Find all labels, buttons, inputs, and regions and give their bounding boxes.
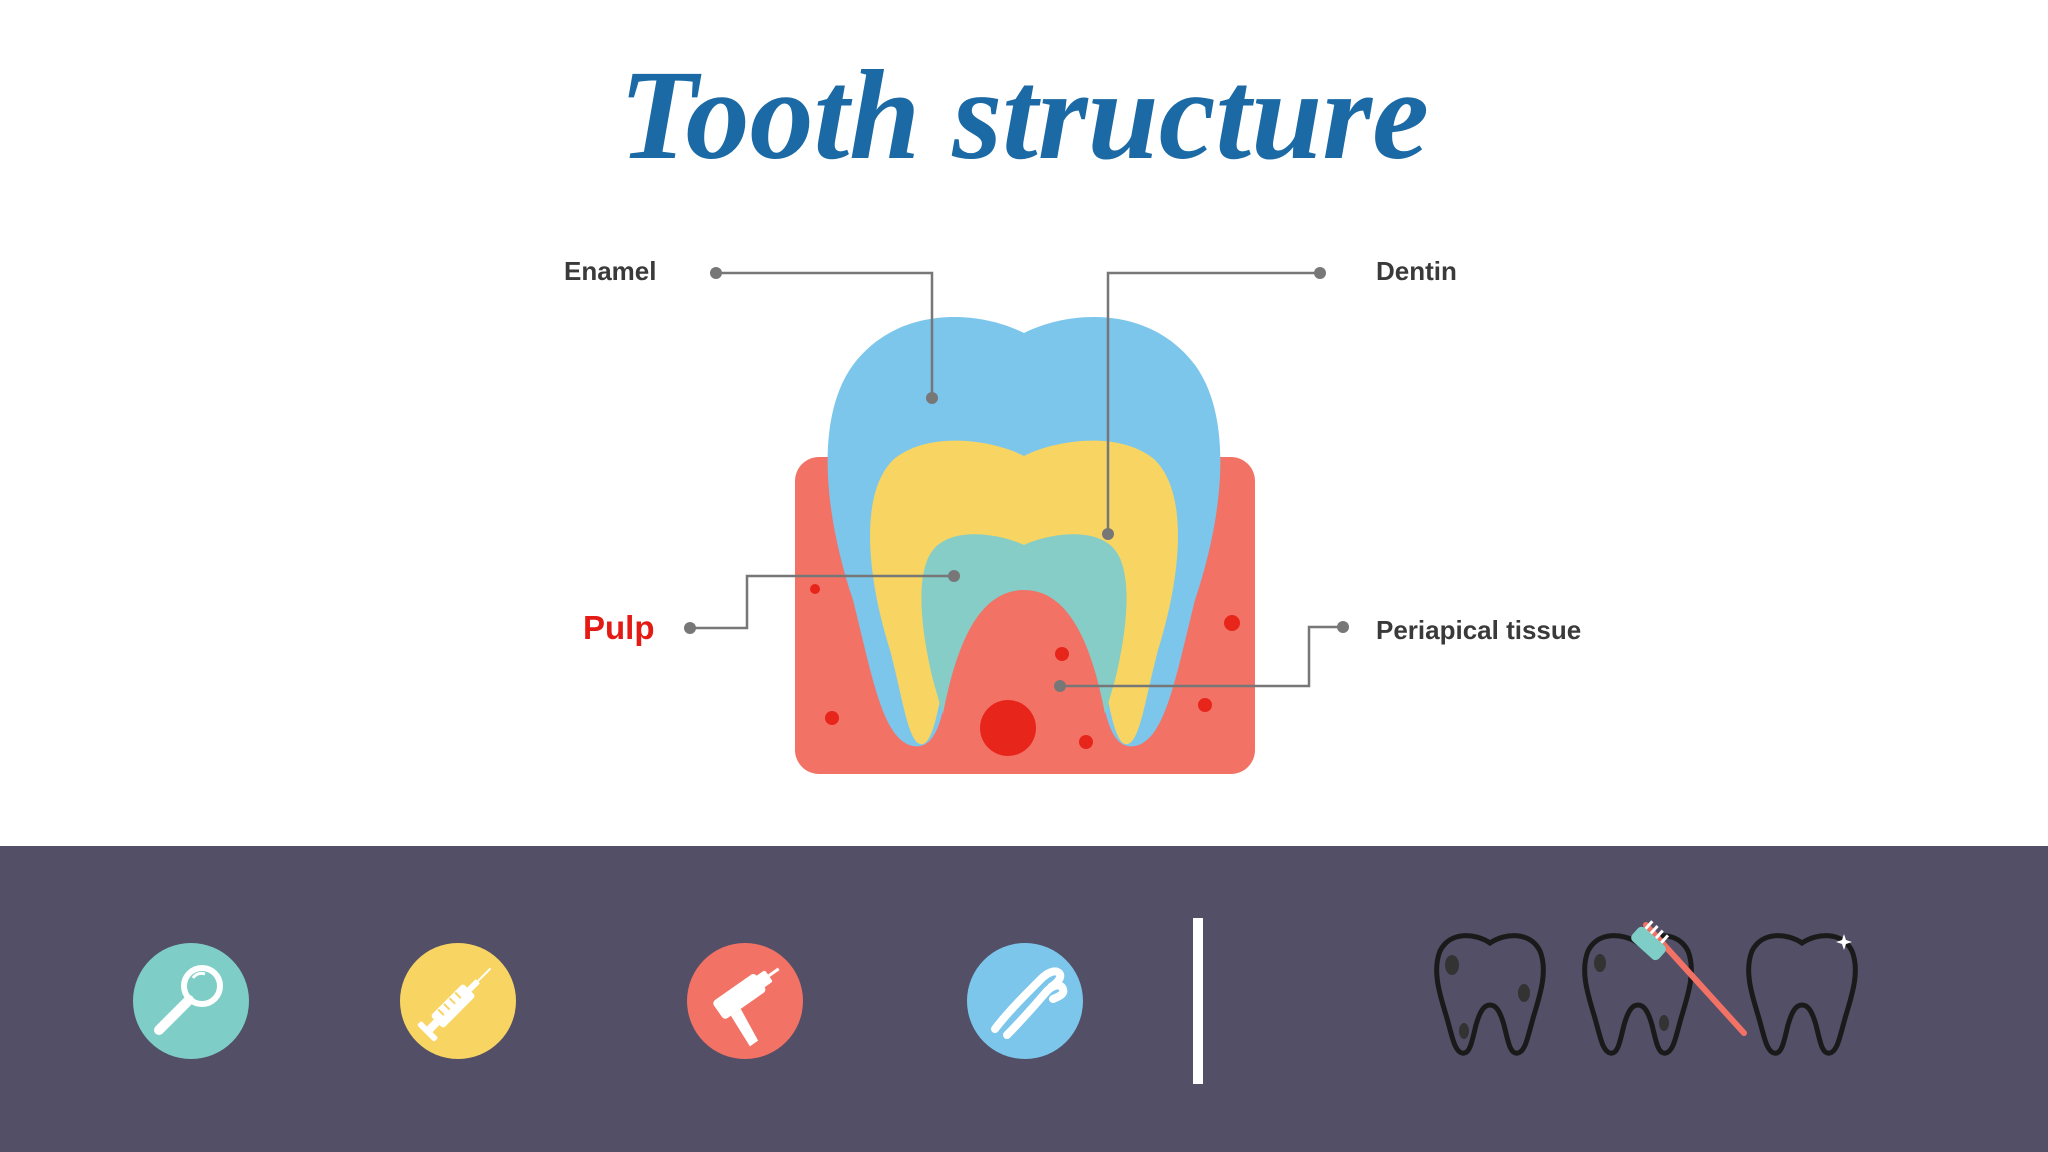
blood-dots xyxy=(810,584,1240,756)
periapical-leader xyxy=(1060,625,1343,688)
inner-gum xyxy=(935,590,1113,760)
label-periapical-tissue: Periapical tissue xyxy=(1376,615,1582,645)
label-enamel: Enamel xyxy=(564,256,657,286)
enamel-leader xyxy=(716,271,934,398)
page-title: Tooth structure xyxy=(619,44,1429,186)
dental-mirror-icon xyxy=(133,943,249,1059)
syringe-icon xyxy=(400,943,516,1059)
pulp-leader xyxy=(690,574,954,630)
leader-lines xyxy=(690,271,1343,688)
label-dentin: Dentin xyxy=(1376,256,1457,286)
label-pulp: Pulp xyxy=(583,609,655,646)
dental-drill-icon xyxy=(687,943,803,1059)
dentin-leader xyxy=(1106,271,1320,534)
dental-forceps-icon xyxy=(967,943,1083,1059)
clean-tooth-icon xyxy=(1746,933,1858,1056)
tooth-diagram xyxy=(684,267,1349,774)
leader-dots xyxy=(684,267,1349,692)
footer-divider xyxy=(1193,918,1203,1084)
tooth-brushing-icon xyxy=(1582,920,1747,1056)
tooth-decay-icon xyxy=(1434,933,1546,1056)
